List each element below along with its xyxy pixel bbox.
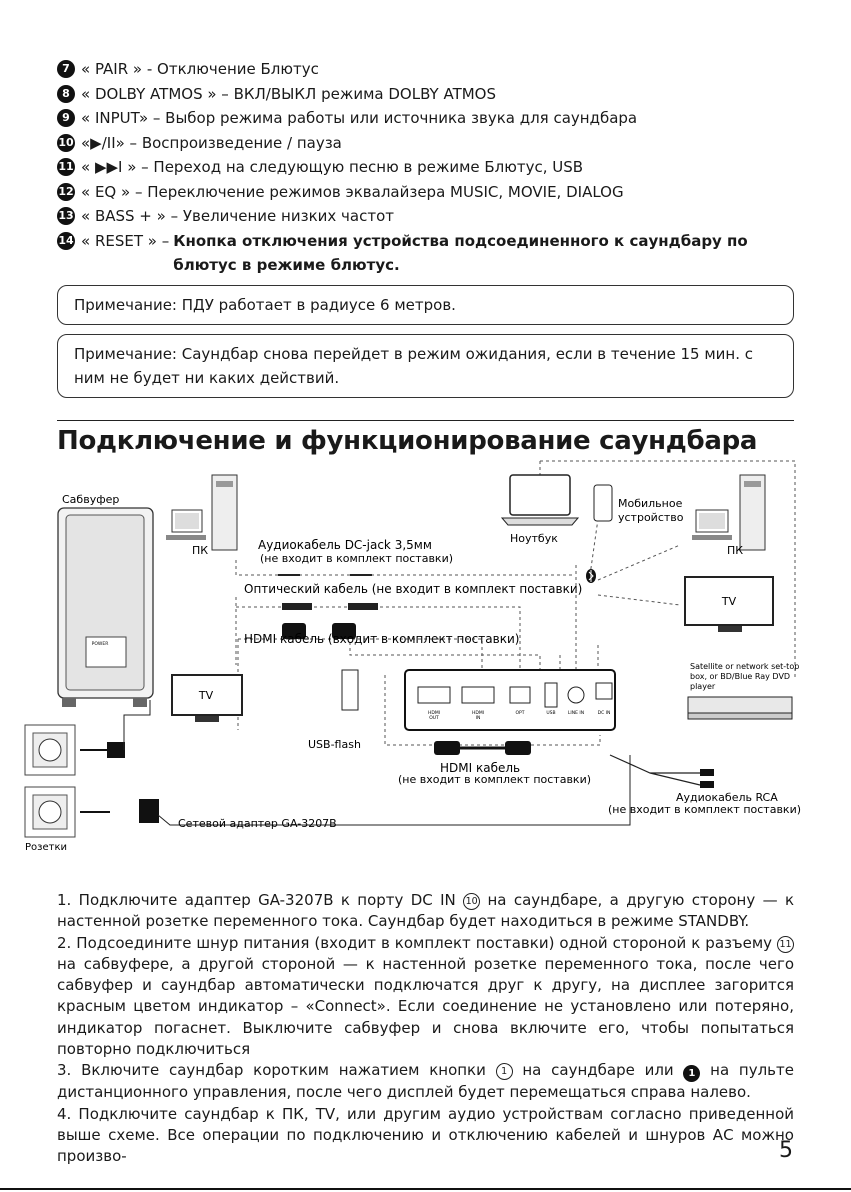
- remote-controls-list: 7 « PAIR » - Отключение Блютус 8 « DOLBY A…: [57, 57, 817, 278]
- subwoofer-label: Сабвуфер: [62, 493, 119, 506]
- mobile-label-1: Мобильное: [618, 497, 683, 510]
- audio-cable-note: (не входит в комплект поставки): [260, 552, 453, 565]
- instruction-3: 3. Включите саундбар коротким нажатием к…: [57, 1061, 794, 1102]
- pc-illustration-right: [692, 474, 766, 551]
- subwoofer-illustration: POWER: [57, 507, 154, 707]
- port-hdmi-in: HDMI: [472, 710, 484, 716]
- control-item: 11 « ▶▶I » – Переход на следующую песню в…: [57, 155, 817, 180]
- control-item: 14 « RESET » – Кнопка отключения устройс…: [57, 229, 817, 278]
- control-item: 12 « EQ » – Переключение режимов эквалайз…: [57, 180, 817, 205]
- rca-cable-note: (не входит в комплект поставки): [608, 803, 801, 816]
- mobile-label-2: устройство: [618, 511, 684, 524]
- control-label: « BASS + » – Увеличение низких частот: [81, 207, 394, 225]
- bluetooth-icon: [586, 569, 596, 583]
- hdmi-top-label: HDMI кабель (входит в комплект поставки): [244, 632, 519, 646]
- number-badge: 8: [57, 84, 75, 103]
- control-label: « DOLBY ATMOS » – ВКЛ/ВЫКЛ режима DOLBY …: [81, 84, 496, 103]
- number-badge: 12: [57, 182, 75, 201]
- soundbar-back-panel: HDMI OUT HDMI IN OPT USB LINE IN DC IN: [404, 669, 616, 731]
- port-number-badge: 11: [777, 935, 794, 953]
- audio-cable-label: Аудиокабель DC-jack 3,5мм: [258, 538, 432, 552]
- control-item: 13 « BASS + » – Увеличение низких частот: [57, 204, 817, 229]
- settop-label-3: player: [690, 682, 716, 691]
- port-hdmi-out: HDMI: [428, 710, 440, 716]
- port-hdmi-in-sub: IN: [476, 715, 481, 721]
- hdmi-bottom-note: (не входит в комплект поставки): [398, 773, 591, 786]
- pc-illustration-left: [166, 474, 238, 551]
- port-hdmi-out-sub: OUT: [429, 715, 439, 721]
- rca-cable-label: Аудиокабель RCA: [676, 791, 778, 804]
- wall-socket-1: [24, 724, 76, 776]
- control-label: « ▶▶I » – Переход на следующую песню в р…: [81, 158, 584, 176]
- sub-power-label: POWER: [92, 641, 109, 647]
- connection-diagram: POWER Сабвуфер ПК Аудиокабель DC-jack 3,…: [24, 460, 801, 853]
- optical-cable-label: Оптический кабель (не входит в комплект …: [244, 582, 582, 596]
- pc-label-left: ПК: [192, 544, 208, 557]
- tv-label-right: TV: [721, 595, 737, 608]
- notebook-illustration: [500, 474, 580, 526]
- settop-label-2: box, or BD/Blue Ray DVD: [690, 672, 790, 681]
- port-opt: OPT: [515, 710, 524, 716]
- instructions: 1. Подключите адаптер GA-3207B к порту D…: [57, 890, 794, 1168]
- number-badge: 7: [57, 60, 75, 78]
- usb-flash-label: USB-flash: [308, 738, 361, 751]
- adapter-label: Сетевой адаптер GA-3207B: [178, 817, 337, 830]
- note-text: Примечание: ПДУ работает в радиусе 6 мет…: [74, 296, 456, 314]
- note-box-standby: Примечание: Саундбар снова перейдет в ре…: [57, 334, 794, 398]
- tv-illustration-left: [171, 674, 243, 722]
- control-label: « EQ » – Переключение режимов эквалайзер…: [81, 182, 624, 201]
- button-number-badge: 1: [495, 1063, 513, 1081]
- port-usb: USB: [546, 710, 555, 716]
- control-label: «▶/II» – Воспроизведение / пауза: [81, 133, 342, 152]
- number-badge: 11: [57, 158, 75, 176]
- port-dc-in: DC IN: [598, 710, 611, 716]
- number-badge: 9: [57, 109, 75, 127]
- control-item: 10 «▶/II» – Воспроизведение / пауза: [57, 131, 817, 156]
- tv-label-left: TV: [198, 689, 214, 702]
- note-text: Примечание: Саундбар снова перейдет в ре…: [74, 345, 754, 387]
- note-box-range: Примечание: ПДУ работает в радиусе 6 мет…: [57, 285, 794, 325]
- control-item-reset: « RESET » – Кнопка отключения устройства…: [81, 229, 763, 278]
- control-item: 8 « DOLBY ATMOS » – ВКЛ/ВЫКЛ режима DOLBY…: [57, 82, 817, 107]
- pc-label-right: ПК: [727, 544, 743, 557]
- control-item: 9 « INPUT» – Выбор режима работы или исто…: [57, 106, 817, 131]
- remote-button-badge: 1: [683, 1065, 701, 1083]
- instruction-4: 4. Подключите саундбар к ПК, TV, или дру…: [57, 1104, 794, 1166]
- bottom-rule: [0, 1188, 851, 1190]
- wall-socket-2: [24, 786, 76, 838]
- port-number-badge: 10: [463, 893, 481, 910]
- number-badge: 14: [57, 231, 75, 250]
- number-badge: 10: [57, 133, 75, 152]
- control-label: « RESET » –: [81, 231, 170, 250]
- settop-label-1: Satellite or network set-top: [690, 662, 799, 671]
- control-label: « INPUT» – Выбор режима работы или источ…: [81, 109, 638, 127]
- hdmi-bottom-label: HDMI кабель: [440, 761, 520, 775]
- sockets-label: Розетки: [25, 842, 67, 853]
- control-description: Кнопка отключения устройства подсоединен…: [173, 231, 748, 275]
- instruction-1: 1. Подключите адаптер GA-3207B к порту D…: [57, 891, 795, 931]
- instruction-2: 2. Подсоедините шнур питания (входит в к…: [57, 933, 794, 1059]
- tv-illustration-right: [684, 576, 774, 632]
- control-item: 7 « PAIR » - Отключение Блютус: [57, 57, 817, 82]
- section-divider: [57, 420, 794, 422]
- section-title: Подключение и функционирование саундбара: [57, 426, 758, 456]
- notebook-label: Ноутбук: [510, 532, 558, 545]
- number-badge: 13: [57, 207, 75, 225]
- port-line-in: LINE IN: [568, 710, 584, 716]
- page-number: 5: [779, 1138, 793, 1163]
- control-label: « PAIR » - Отключение Блютус: [81, 60, 319, 78]
